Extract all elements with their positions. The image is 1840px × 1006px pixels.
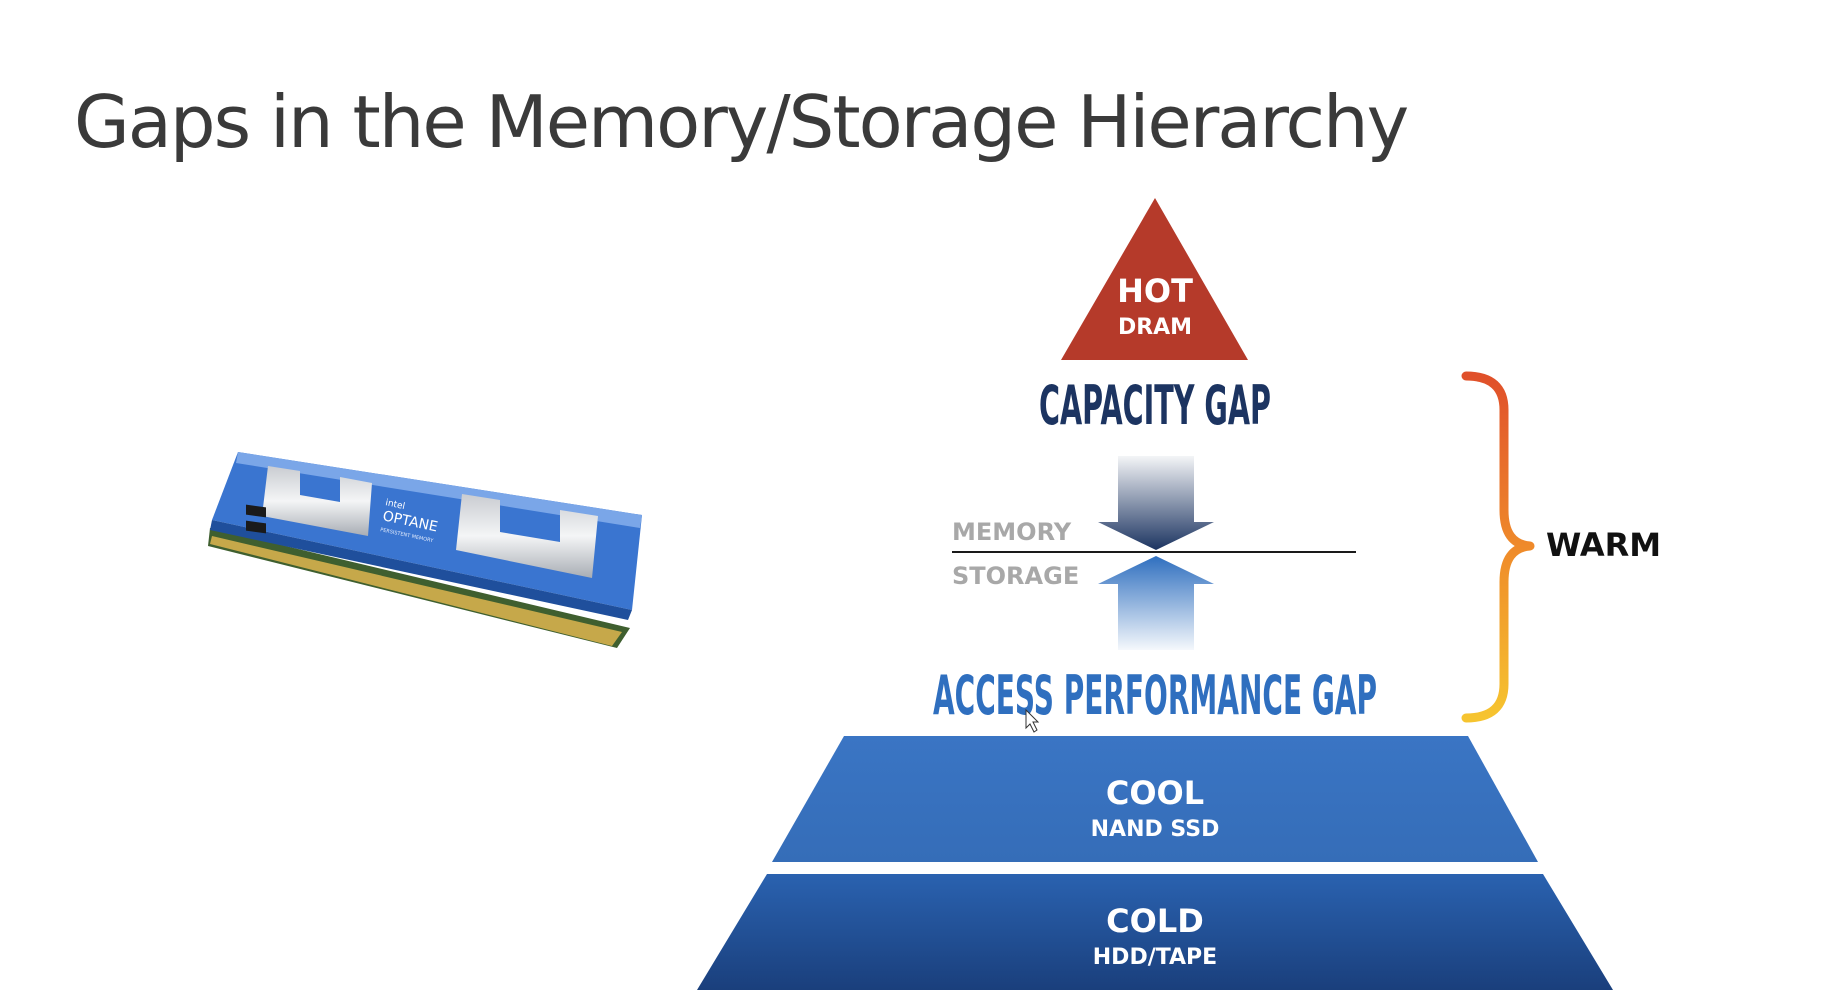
module-silver-tab-left (262, 466, 372, 536)
cool-trapezoid (772, 736, 1538, 862)
mouse-cursor-icon (1025, 708, 1040, 733)
cool-sublabel: NAND SSD (1091, 817, 1220, 842)
module-heatspreader-top (236, 452, 642, 528)
cold-tier: COLD HDD/TAPE (697, 874, 1613, 990)
hot-sublabel: DRAM (1118, 315, 1192, 340)
module-heatspreader (212, 452, 642, 610)
slide-title: Gaps in the Memory/Storage Hierarchy (74, 80, 1409, 164)
hot-tier: HOT DRAM (1061, 198, 1248, 360)
cold-trapezoid (697, 874, 1613, 990)
optane-module-image: intel OPTANE PERSISTENT MEMORY (208, 452, 642, 648)
storage-label: STORAGE (952, 562, 1079, 590)
module-silver-tab-right (456, 494, 598, 578)
hot-label: HOT (1117, 272, 1193, 310)
module-chip (246, 520, 266, 534)
hot-triangle (1061, 198, 1248, 360)
cold-sublabel: HDD/TAPE (1093, 945, 1217, 970)
module-gold-contacts (210, 536, 622, 646)
access-performance-gap-label: ACCESS PERFORMANCE GAP (933, 664, 1377, 727)
up-arrow (1098, 556, 1214, 650)
down-arrow (1098, 456, 1214, 550)
warm-label: WARM (1546, 526, 1661, 564)
module-heatspreader-edge (210, 520, 632, 620)
capacity-gap-label: CAPACITY GAP (1039, 374, 1271, 437)
cold-label: COLD (1106, 902, 1204, 940)
module-brand-text: intel (384, 498, 405, 512)
warm-brace (1461, 371, 1535, 723)
memory-label: MEMORY (952, 518, 1072, 546)
cool-tier: COOL NAND SSD (772, 736, 1538, 862)
module-chip (246, 504, 266, 518)
cool-label: COOL (1106, 774, 1204, 812)
